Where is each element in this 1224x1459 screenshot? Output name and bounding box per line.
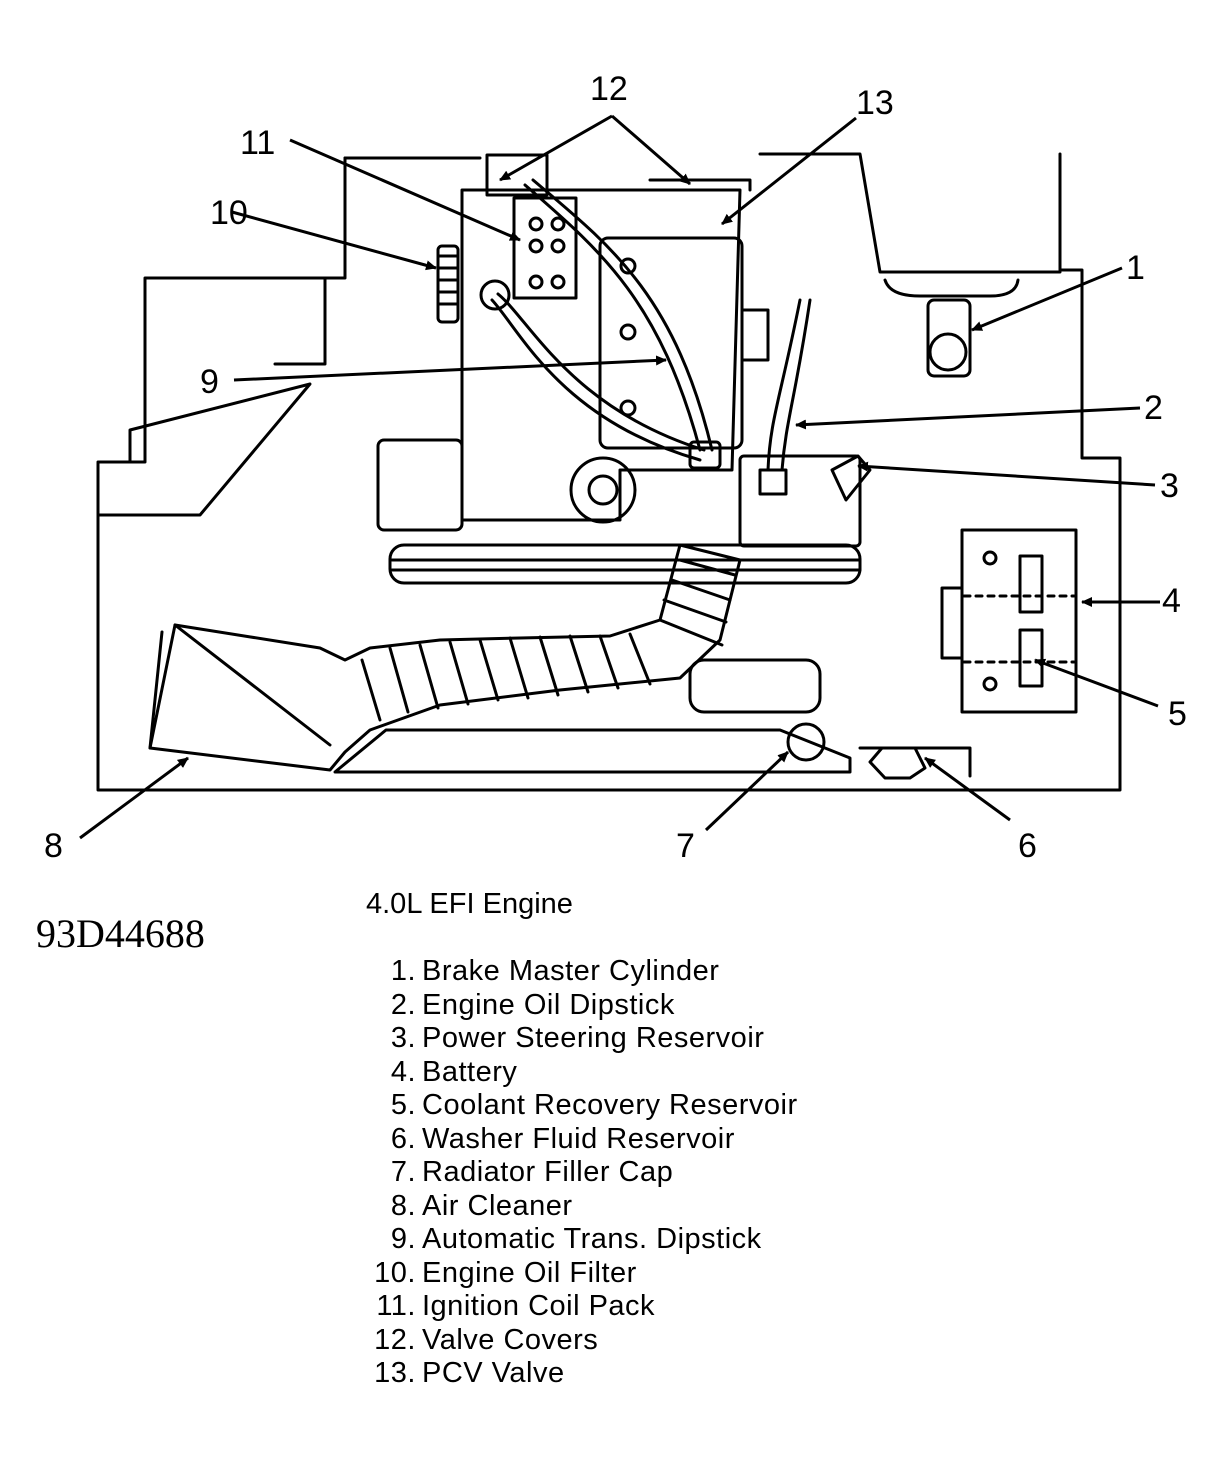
legend-item: 8.Air Cleaner [360, 1190, 798, 1224]
callout-5: 5 [1168, 695, 1187, 733]
legend-label: PCV Valve [422, 1357, 565, 1390]
legend-number: 9. [390, 1223, 416, 1256]
legend-number: 1. [390, 955, 416, 988]
callout-3: 3 [1160, 467, 1179, 505]
legend-label: Valve Covers [422, 1323, 599, 1356]
battery [940, 528, 1078, 714]
legend-number: 8. [390, 1189, 416, 1222]
legend-number: 6. [390, 1122, 416, 1155]
engine-compartment-drawing [79, 114, 1160, 840]
legend-number: 7. [390, 1156, 416, 1189]
legend-label: Engine Oil Filter [422, 1256, 637, 1289]
legend-label: Engine Oil Dipstick [422, 988, 675, 1021]
engine-block [376, 153, 872, 585]
callout-8: 8 [44, 827, 63, 865]
legend-number: 13. [374, 1357, 416, 1390]
figure-id: 93D44688 [36, 911, 205, 956]
brake-master-cylinder [883, 278, 1020, 378]
legend-label: Power Steering Reservoir [422, 1022, 765, 1055]
callout-9: 9 [200, 363, 219, 401]
callout-6: 6 [1018, 827, 1037, 865]
callout-4: 4 [1162, 582, 1181, 620]
figure-caption: 4.0L EFI Engine [366, 888, 573, 920]
callout-11: 11 [240, 124, 276, 162]
component-legend: 1.Brake Master Cylinder 2.Engine Oil Dip… [360, 955, 798, 1391]
legend-label: Washer Fluid Reservoir [422, 1122, 735, 1155]
legend-number: 10. [374, 1256, 416, 1289]
legend-label: Air Cleaner [422, 1189, 573, 1222]
legend-item: 11.Ignition Coil Pack [360, 1290, 798, 1324]
legend-item: 10.Engine Oil Filter [360, 1257, 798, 1291]
legend-item: 1.Brake Master Cylinder [360, 955, 798, 989]
legend-item: 4.Battery [360, 1056, 798, 1090]
legend-item: 13.PCV Valve [360, 1357, 798, 1391]
callout-13: 13 [856, 84, 894, 122]
legend-number: 5. [390, 1089, 416, 1122]
leader-lines [79, 114, 1160, 840]
legend-label: Automatic Trans. Dipstick [422, 1223, 762, 1256]
legend-item: 2.Engine Oil Dipstick [360, 989, 798, 1023]
legend-label: Ignition Coil Pack [422, 1290, 656, 1323]
legend-item: 3.Power Steering Reservoir [360, 1022, 798, 1056]
legend-item: 6.Washer Fluid Reservoir [360, 1123, 798, 1157]
legend-number: 2. [390, 988, 416, 1021]
callout-10: 10 [210, 194, 248, 232]
legend-number: 3. [390, 1022, 416, 1055]
legend-item: 5.Coolant Recovery Reservoir [360, 1089, 798, 1123]
legend-label: Brake Master Cylinder [422, 955, 720, 988]
legend-item: 7.Radiator Filler Cap [360, 1156, 798, 1190]
legend-number: 12. [374, 1323, 416, 1356]
legend-number: 4. [390, 1055, 416, 1088]
legend-label: Radiator Filler Cap [422, 1156, 674, 1189]
legend-label: Coolant Recovery Reservoir [422, 1089, 798, 1122]
callout-2: 2 [1144, 389, 1163, 427]
legend-item: 12.Valve Covers [360, 1324, 798, 1358]
callout-12: 12 [590, 70, 628, 108]
callout-7: 7 [676, 827, 695, 865]
coolant-recovery-reservoir [1018, 554, 1044, 688]
legend-item: 9.Automatic Trans. Dipstick [360, 1223, 798, 1257]
legend-label: Battery [422, 1055, 518, 1088]
radiator-area [333, 722, 972, 780]
air-intake-duct [148, 543, 822, 772]
callout-1: 1 [1126, 249, 1145, 287]
legend-number: 11. [376, 1290, 416, 1323]
